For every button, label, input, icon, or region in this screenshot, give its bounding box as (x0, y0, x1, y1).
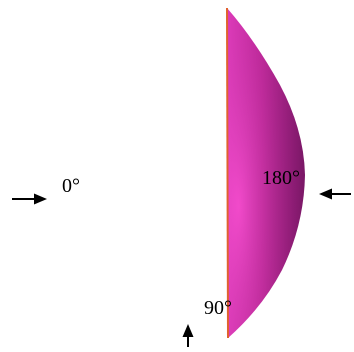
angle-label-90: 90° (204, 297, 232, 319)
arrow-right-icon (12, 193, 47, 205)
lens-shading (227, 8, 305, 338)
angle-label-0: 0° (62, 175, 80, 197)
lens-flat-edge (226, 7, 229, 339)
angle-label-180: 180° (262, 167, 300, 189)
arrow-up-icon (182, 324, 194, 347)
arrow-left-icon (319, 188, 351, 200)
